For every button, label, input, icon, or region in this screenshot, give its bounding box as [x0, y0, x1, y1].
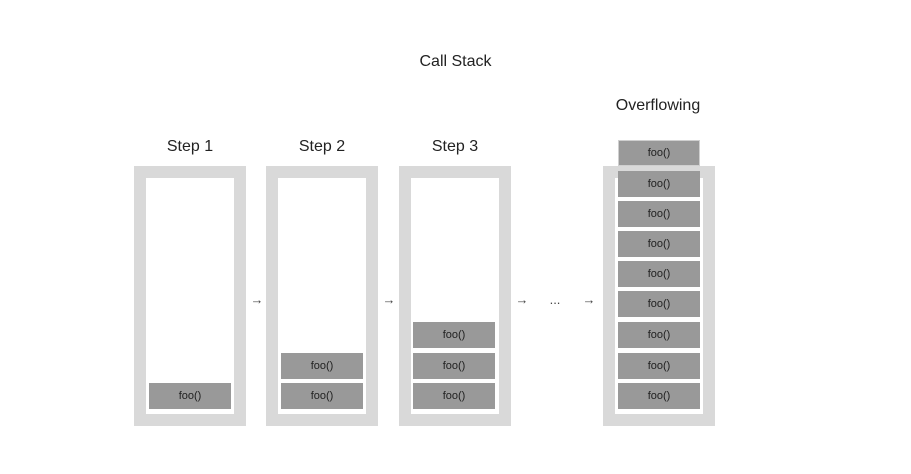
stack-frame: foo() [618, 201, 700, 227]
stack-frame: foo() [149, 383, 231, 409]
stack-frame: foo() [618, 140, 700, 166]
stack-frame: foo() [281, 383, 363, 409]
step-2-label: Step 2 [298, 138, 346, 155]
step-1-label: Step 1 [166, 138, 214, 155]
stack-frame: foo() [618, 231, 700, 257]
step-1-stack: foo() [134, 166, 246, 426]
stack-frame: foo() [618, 322, 700, 348]
stack-frame: foo() [618, 261, 700, 287]
stack-frame: foo() [281, 353, 363, 379]
stack-frame: foo() [413, 322, 495, 348]
step-2-stack: foo() foo() [266, 166, 378, 426]
stack-frame: foo() [413, 353, 495, 379]
diagram-title: Call Stack [419, 53, 492, 70]
stack-frame: foo() [618, 171, 700, 197]
step-3-stack: foo() foo() foo() [399, 166, 511, 426]
arrow-icon: → [582, 292, 596, 307]
step-3-label: Step 3 [431, 138, 479, 155]
arrow-icon: → [250, 292, 264, 307]
stack-frame: foo() [413, 383, 495, 409]
arrow-icon: → [382, 292, 396, 307]
overflow-label: Overflowing [615, 97, 701, 114]
stack-frame: foo() [618, 291, 700, 317]
ellipsis: ... [549, 292, 561, 307]
stack-frame: foo() [618, 353, 700, 379]
arrow-icon: → [515, 292, 529, 307]
stack-frame: foo() [618, 383, 700, 409]
